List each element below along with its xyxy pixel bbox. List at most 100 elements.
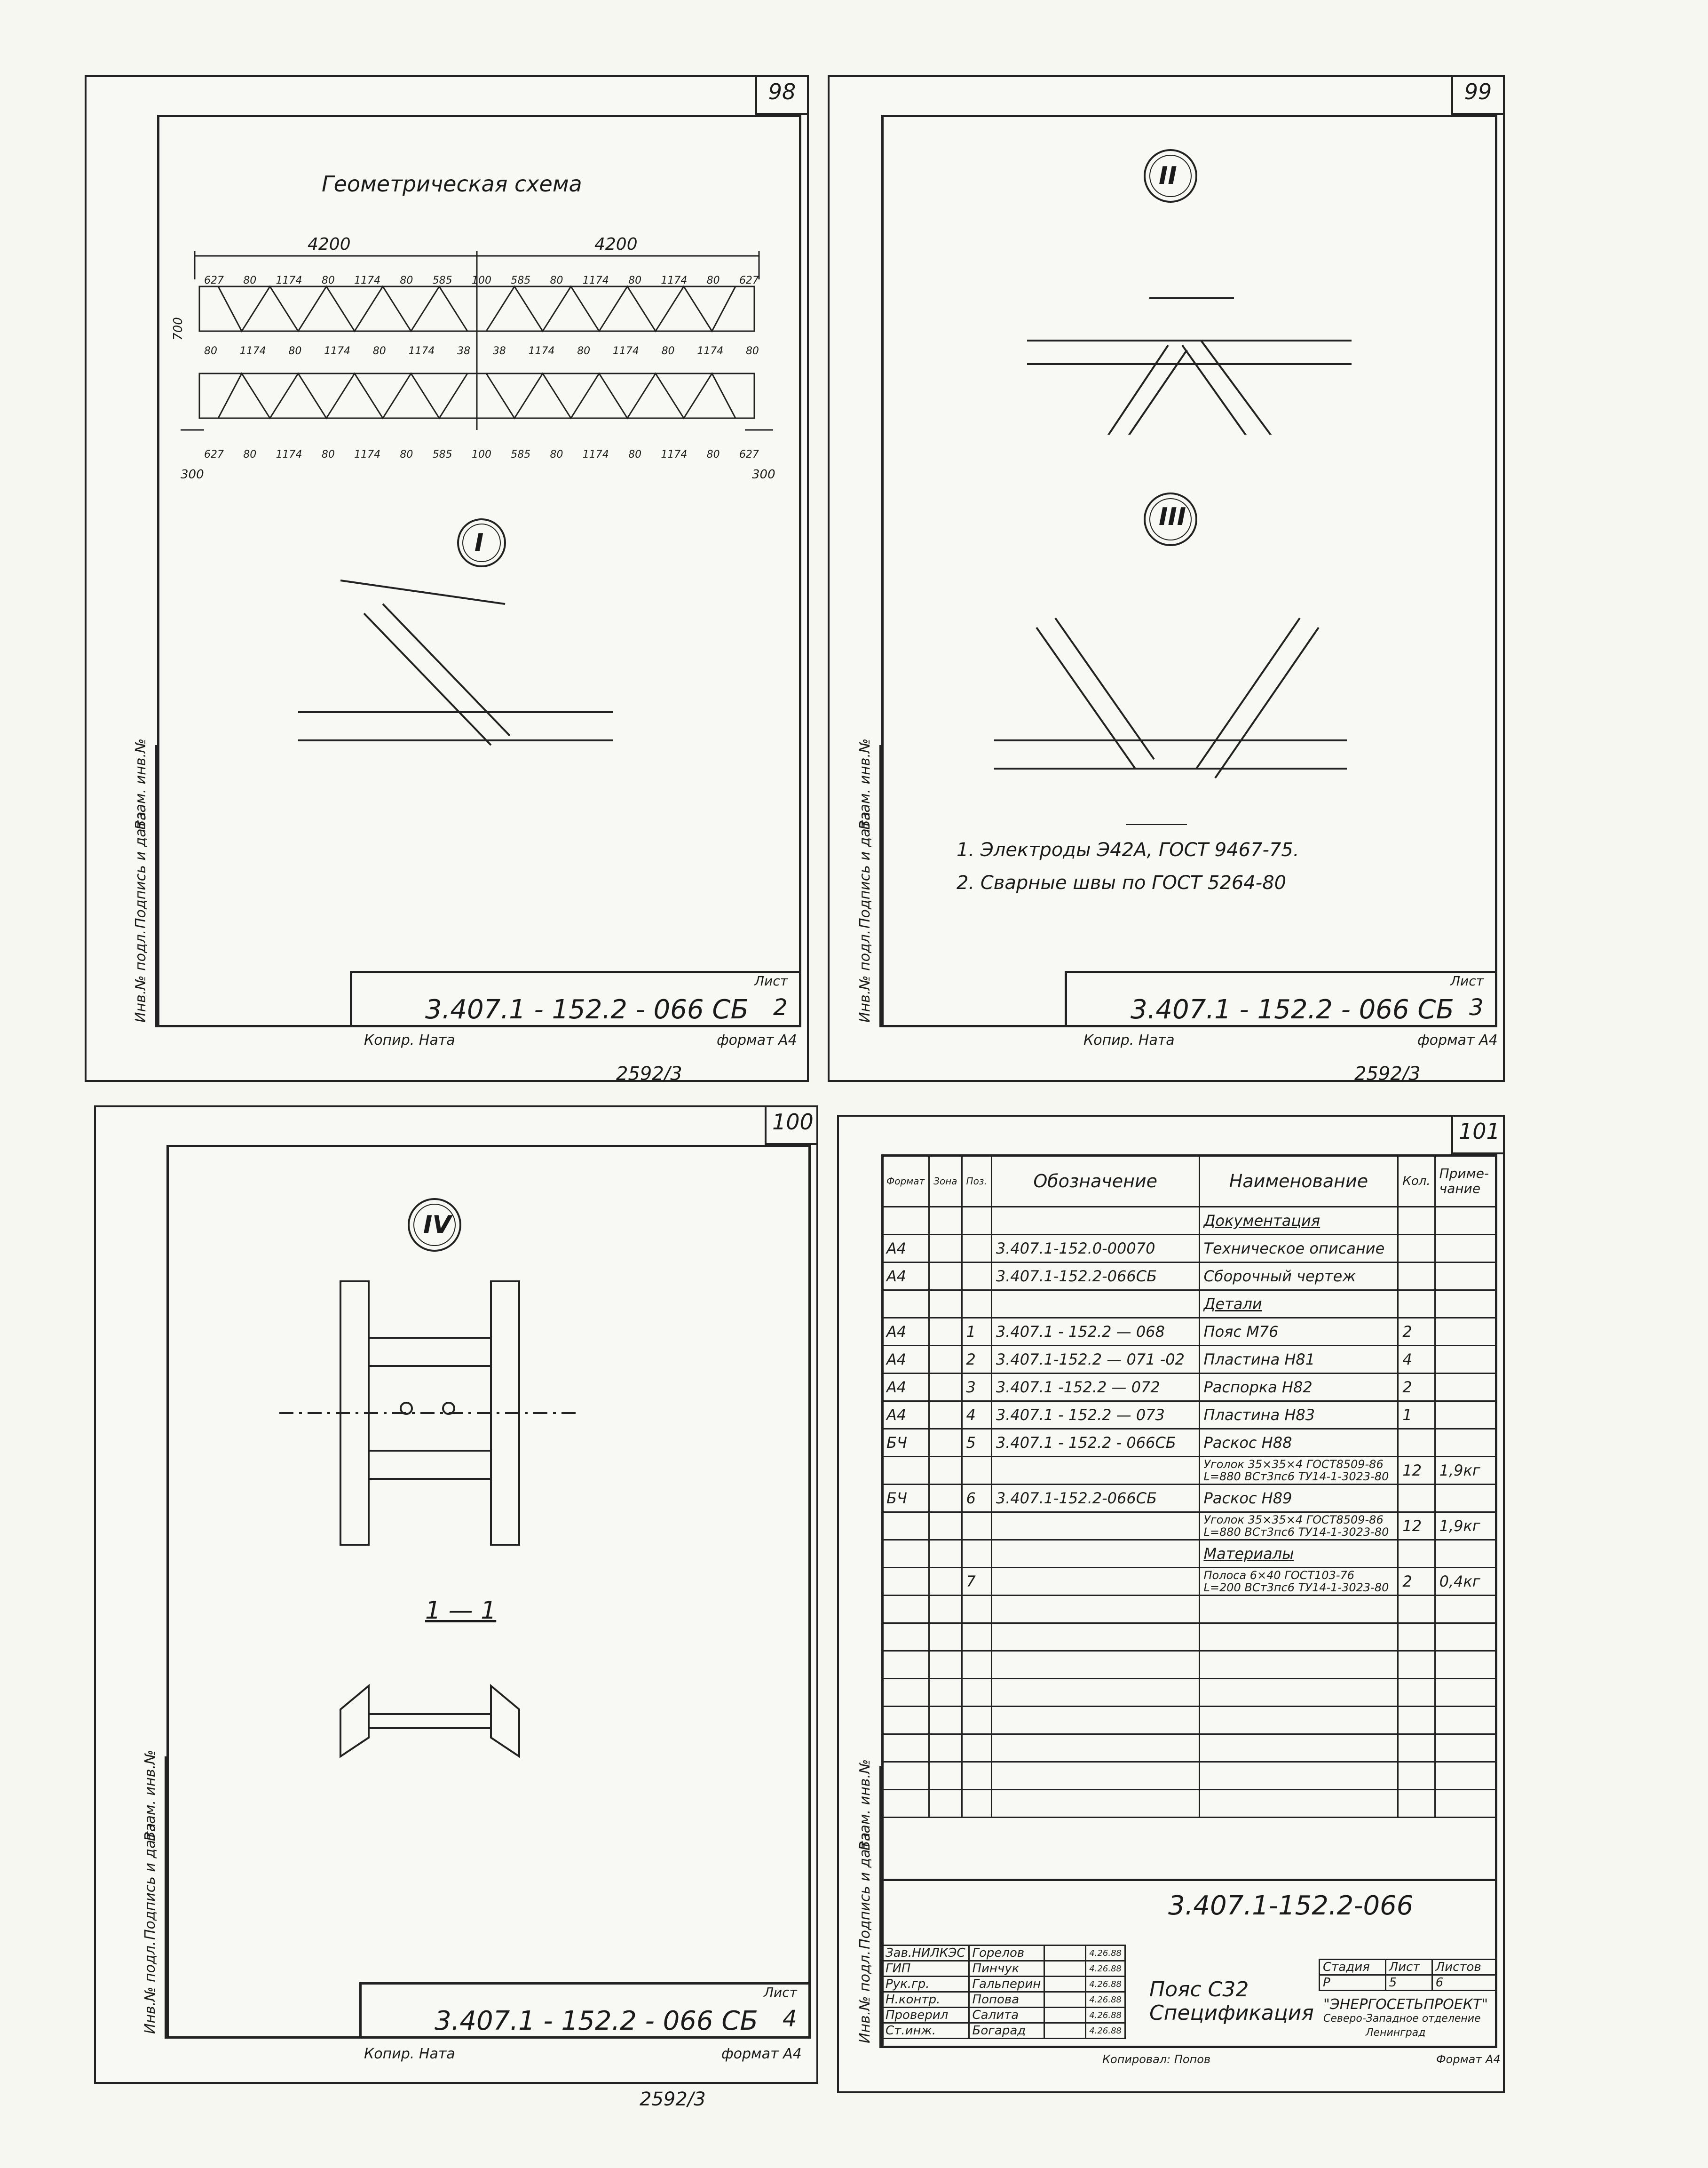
title-code: 3.407.1-152.2-066 <box>1168 1890 1414 1921</box>
spec-empty-cell <box>961 1733 992 1763</box>
spec-designation: 3.407.1 - 152.2 — 068 <box>990 1317 1200 1346</box>
list-head: Лист <box>1384 1959 1433 1976</box>
spec-pos: 4 <box>961 1400 992 1429</box>
spec-empty-cell <box>1397 1650 1436 1679</box>
dimension-label: 585 <box>511 449 531 461</box>
spec-qty <box>1397 1484 1436 1513</box>
dimension-label: 585 <box>432 449 452 461</box>
spec-name: Пояс М76 <box>1198 1317 1399 1346</box>
dimension-label: 585 <box>511 275 531 286</box>
signature-sign <box>1044 1960 1087 1977</box>
sheet-100: 100 Инв.№ подл. Подпись и дата Взам. инв… <box>94 1105 818 2084</box>
spec-name: Материалы <box>1198 1539 1399 1568</box>
dimension-label: 1174 <box>408 345 435 357</box>
spec-empty-cell <box>990 1678 1200 1707</box>
spec-pos <box>961 1456 992 1485</box>
dimension-label: 627 <box>739 449 759 461</box>
spec-format <box>881 1289 930 1318</box>
spec-designation <box>990 1511 1200 1541</box>
spec-empty-cell <box>990 1622 1200 1652</box>
spec-note <box>1434 1345 1498 1374</box>
spec-pos: 7 <box>961 1567 992 1596</box>
signature-name: Пинчук <box>968 1960 1045 1977</box>
spec-empty-cell <box>1397 1733 1436 1763</box>
spec-empty-cell <box>990 1706 1200 1735</box>
stage-value: Р <box>1319 1974 1386 1991</box>
side-stamp: Инв.№ подл. Подпись и дата Взам. инв.№ <box>124 739 157 1027</box>
spec-zone <box>928 1484 963 1513</box>
spec-empty-cell <box>990 1761 1200 1790</box>
spec-empty-cell <box>881 1761 930 1790</box>
spec-qty <box>1397 1539 1436 1568</box>
spec-empty-cell <box>1397 1678 1436 1707</box>
note-2: 2. Сварные швы по ГОСТ 5264-80 <box>957 872 1287 894</box>
spec-designation: 3.407.1-152.2-066СБ <box>990 1262 1200 1291</box>
copy-note: Копир. Ната <box>1083 1032 1175 1048</box>
signature-sign <box>1044 1945 1087 1962</box>
dimension-label: 1174 <box>582 449 609 461</box>
dimension-label: 80 <box>400 449 413 461</box>
title-name-1: Пояс С32 <box>1149 1977 1249 2001</box>
dimension-label: 1174 <box>582 275 609 286</box>
dimension-label: 100 <box>471 449 491 461</box>
spec-empty-cell <box>1198 1706 1399 1735</box>
spec-format <box>881 1567 930 1596</box>
head-note: Приме- чание <box>1434 1154 1498 1207</box>
side-stamp: Инв.№ подл. Подпись и дата Взам. инв.№ <box>848 739 881 1027</box>
spec-row: Материалы <box>881 1539 1498 1568</box>
spec-qty <box>1397 1206 1436 1235</box>
spec-empty-cell <box>1198 1595 1399 1624</box>
spec-designation <box>990 1206 1200 1235</box>
dimension-label: 80 <box>372 345 386 357</box>
spec-pos <box>961 1511 992 1541</box>
spec-empty-cell <box>1434 1733 1498 1763</box>
specification-table: Формат Зона Поз. Обозначение Наименовани… <box>881 1154 1498 1818</box>
spec-header-row: Формат Зона Поз. Обозначение Наименовани… <box>881 1154 1498 1207</box>
list-value: 5 <box>1384 1974 1433 1991</box>
spec-designation: 3.407.1 - 152.2 - 066СБ <box>990 1428 1200 1457</box>
signature-name: Гальперин <box>968 1976 1045 1993</box>
spec-empty-cell <box>961 1789 992 1818</box>
spec-qty <box>1397 1234 1436 1263</box>
spec-empty-cell <box>928 1706 963 1735</box>
spec-qty: 12 <box>1397 1456 1436 1485</box>
spec-empty-cell <box>1397 1706 1436 1735</box>
title-block <box>881 1879 1497 2048</box>
spec-zone <box>928 1262 963 1291</box>
spec-format: А4 <box>881 1262 930 1291</box>
signature-sign <box>1044 1991 1087 2008</box>
format-note: формат А4 <box>717 1032 797 1048</box>
spec-qty: 2 <box>1397 1317 1436 1346</box>
spec-name: Документация <box>1198 1206 1399 1235</box>
spec-qty <box>1397 1289 1436 1318</box>
spec-format <box>881 1511 930 1541</box>
page-number: 99 <box>1451 77 1503 115</box>
stamp-box <box>1065 971 1497 1027</box>
signature-role: Ст.инж. <box>881 2022 970 2039</box>
spec-empty-row <box>881 1650 1498 1679</box>
spec-empty-cell <box>1397 1595 1436 1624</box>
stage-head: Стадия <box>1319 1959 1386 1976</box>
spec-empty-row <box>881 1733 1498 1763</box>
drawing-code: 3.407.1 - 152.2 - 066 СБ <box>1131 994 1454 1025</box>
spec-empty-cell <box>1434 1650 1498 1679</box>
spec-empty-cell <box>1198 1678 1399 1707</box>
spec-pos: 5 <box>961 1428 992 1457</box>
side-label-1: Инв.№ подл. <box>857 1950 873 2043</box>
spec-qty: 2 <box>1397 1567 1436 1596</box>
spec-pos <box>961 1289 992 1318</box>
signature-sign <box>1044 2022 1087 2039</box>
lists-value: 6 <box>1431 1974 1498 1991</box>
spec-empty-cell <box>928 1761 963 1790</box>
height-label: 700 <box>171 317 185 341</box>
stamp-box <box>350 971 801 1027</box>
dimension-label: 80 <box>400 275 413 286</box>
spec-row: Документация <box>881 1206 1498 1235</box>
spec-zone <box>928 1400 963 1429</box>
